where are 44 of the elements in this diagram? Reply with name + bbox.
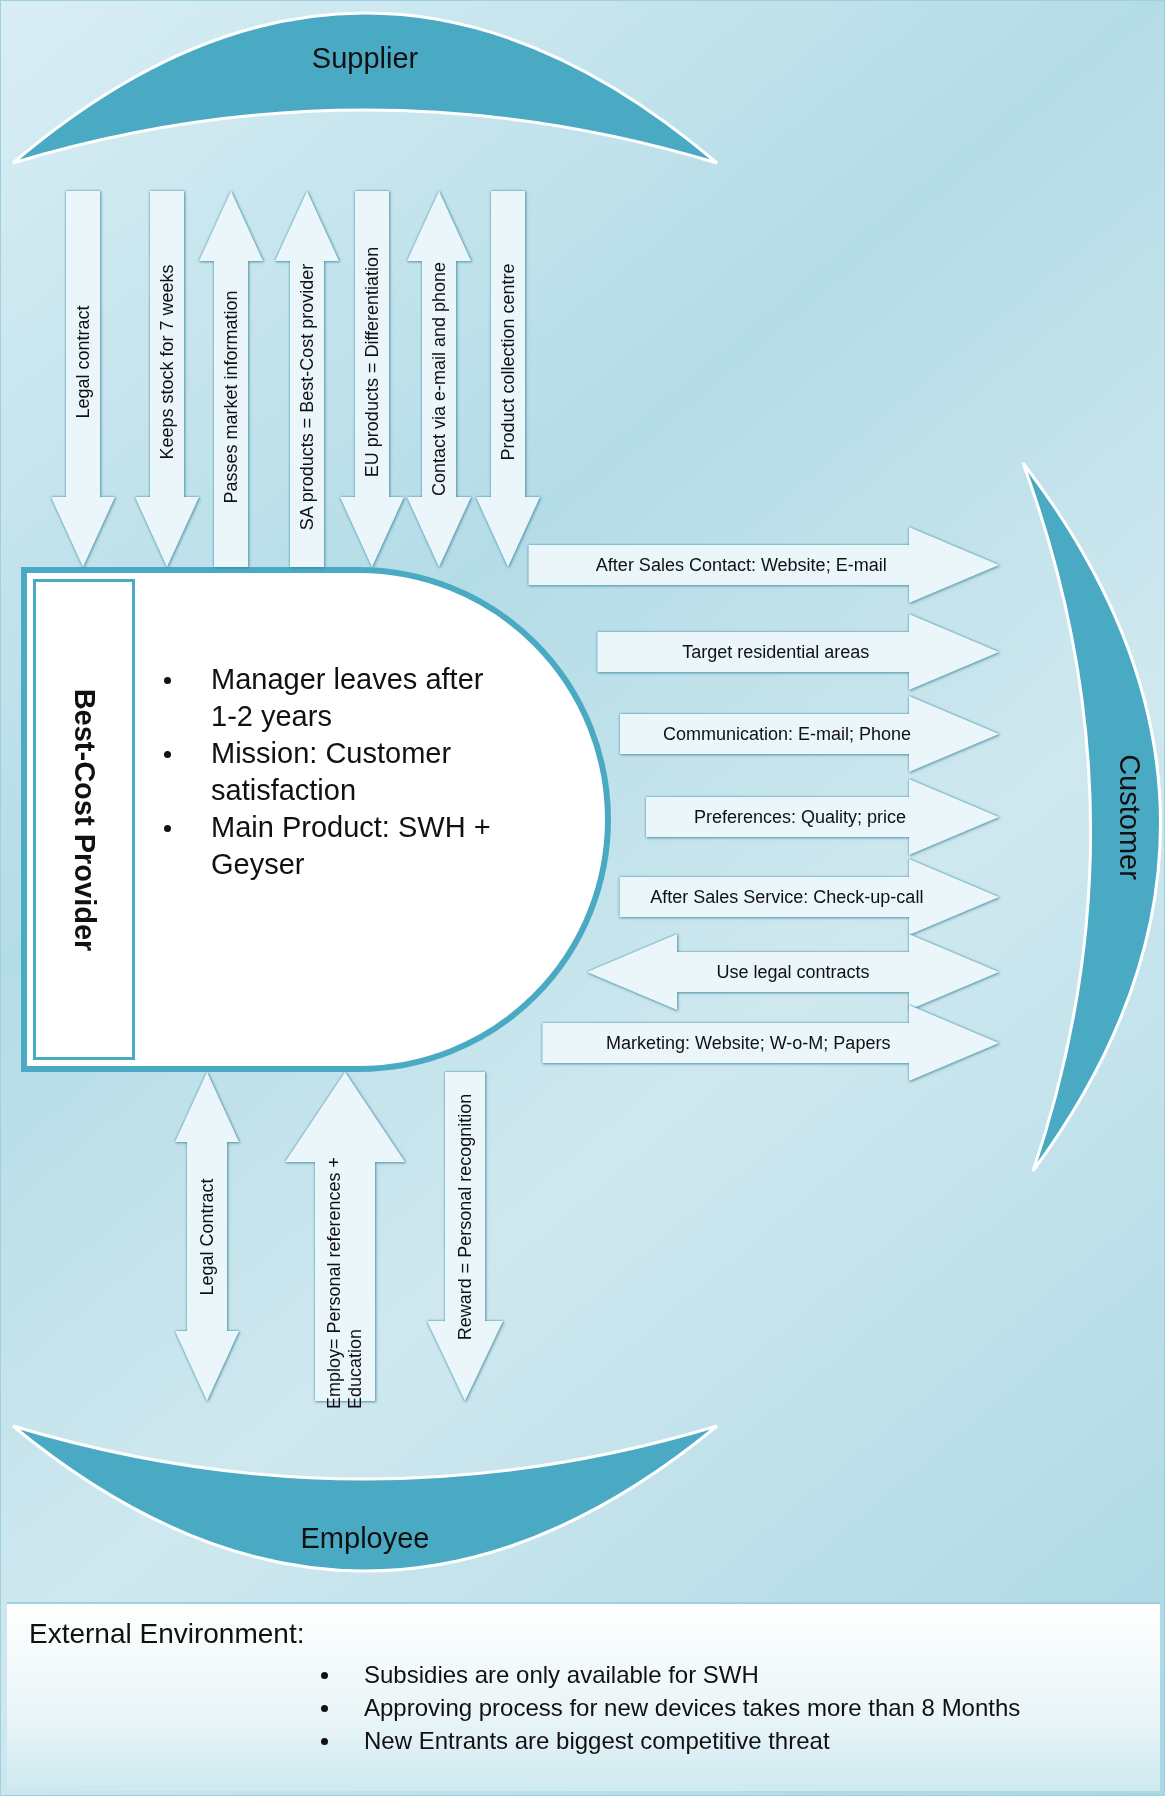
edge-label: Passes market information <box>220 289 242 504</box>
block-arrow <box>275 191 339 567</box>
block-arrow <box>646 779 999 855</box>
node-label: Employee <box>300 1521 430 1555</box>
block-arrow <box>597 614 999 690</box>
bullet-text: Main Product: SWH + Geyser <box>211 810 492 882</box>
edge-label: SA products = Best-Cost provider <box>296 263 318 530</box>
block-arrow <box>175 1072 239 1401</box>
node-label: Customer <box>1112 754 1146 880</box>
edge-label: Use legal contracts <box>716 961 870 983</box>
edge-label: Employ= Personal references + Education <box>324 1155 366 1409</box>
block-arrow <box>135 191 199 567</box>
edge-label: After Sales Contact: Website; E-mail <box>595 554 887 576</box>
section-heading: External Environment: <box>29 1618 305 1650</box>
edge-label: EU products = Differentiation <box>361 246 383 477</box>
block-arrow <box>476 191 540 567</box>
label-panel <box>33 579 135 1060</box>
edge-label: Communication: E-mail; Phone <box>662 723 911 745</box>
bullet-text: Mission: Customer satisfaction <box>211 736 453 808</box>
edge-label: Contact via e-mail and phone <box>428 261 450 497</box>
footer-panel <box>7 1602 1160 1791</box>
edge-label: Target residential areas <box>682 641 870 663</box>
block-arrow <box>586 934 999 1010</box>
edge-label: Legal contract <box>72 304 94 419</box>
node-label: Supplier <box>311 41 419 75</box>
block-arrow <box>427 1072 503 1401</box>
edge-label: Marketing: Website; W-o-M; Papers <box>605 1032 891 1054</box>
bullet-text: Approving process for new devices takes more than 8 Months <box>364 1693 1022 1723</box>
edge-label: Reward = Personal recognition <box>454 1093 476 1340</box>
block-arrow <box>528 527 999 603</box>
edge-label: Preferences: Quality; price <box>693 806 907 828</box>
edge-label: After Sales Service: Check-up-call <box>650 886 924 908</box>
block-arrow <box>199 191 263 567</box>
edge-label: Legal Contract <box>196 1177 218 1296</box>
edge-label: Product collection centre <box>497 262 519 461</box>
bullet-text: New Entrants are biggest competitive threat <box>364 1726 831 1756</box>
panel-title: Best-Cost Provider <box>67 688 101 951</box>
bullet-text: Subsidies are only available for SWH <box>364 1660 760 1690</box>
bullet-text: Manager leaves after 1-2 years <box>211 662 485 734</box>
block-arrow <box>542 1005 999 1081</box>
block-arrow <box>51 191 115 567</box>
block-arrow <box>285 1072 405 1401</box>
block-arrow <box>407 191 471 567</box>
edge-label: Keeps stock for 7 weeks <box>156 263 178 460</box>
